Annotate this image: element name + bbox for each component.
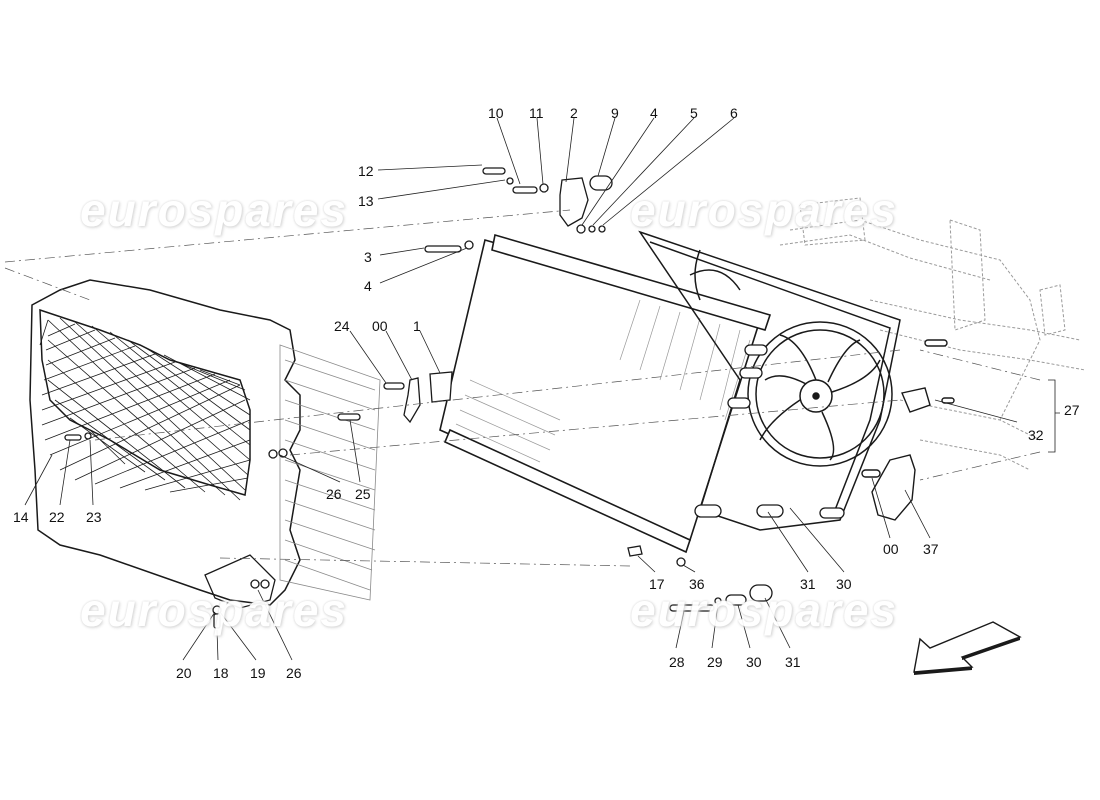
callout-label: 13 (358, 193, 374, 209)
callout-label: 37 (923, 541, 939, 557)
alignment-dash-lines (4, 209, 1041, 567)
callout-label: 28 (669, 654, 685, 670)
callout-label: 31 (785, 654, 801, 670)
callout-label: 11 (529, 105, 544, 121)
watermark: eurospares (80, 584, 349, 636)
callout-label: 27 (1064, 402, 1080, 418)
leader-lines (24, 117, 1060, 661)
callout-label: 00 (372, 318, 388, 334)
side-bracket-fasteners (64, 371, 453, 629)
callout-label: 31 (800, 576, 816, 592)
right-mount-bracket (861, 339, 955, 521)
callout-label: 32 (1028, 427, 1044, 443)
callout-label: 36 (689, 576, 705, 592)
callout-label: 23 (86, 509, 102, 525)
watermark: eurospares (630, 184, 899, 236)
callout-label: 9 (611, 105, 619, 121)
callout-label: 20 (176, 665, 192, 681)
radiator-fins (455, 299, 751, 463)
callout-label: 30 (746, 654, 762, 670)
callout-label: 4 (650, 105, 658, 121)
callout-label: 2 (570, 105, 578, 121)
callout-label: 17 (649, 576, 665, 592)
grille-mesh (39, 317, 251, 501)
callout-label: 30 (836, 576, 852, 592)
front-grille-shroud (29, 279, 301, 606)
condenser (279, 344, 381, 601)
callout-label: 26 (326, 486, 342, 502)
top-bracket-fasteners (424, 167, 613, 253)
watermark: eurospares (630, 584, 899, 636)
direction-arrow-icon (913, 621, 1022, 675)
callout-label: 22 (49, 509, 65, 525)
shroud-mounting-bosses (694, 344, 845, 519)
callout-label: 6 (730, 105, 738, 121)
bottom-fasteners (627, 545, 773, 612)
callout-label: 3 (364, 249, 372, 265)
callout-label: 5 (690, 105, 698, 121)
callout-label: 24 (334, 318, 350, 334)
callout-label: 26 (286, 665, 302, 681)
callout-label: 19 (250, 665, 266, 681)
callout-label: 14 (13, 509, 29, 525)
callout-label: 10 (488, 105, 504, 121)
callout-label: 12 (358, 163, 374, 179)
radiator (439, 233, 772, 554)
callout-label: 29 (707, 654, 723, 670)
callout-label: 1 (413, 318, 421, 334)
callout-label: 18 (213, 665, 229, 681)
grille-lower-bracket (204, 554, 276, 609)
chassis-frame (779, 197, 1086, 471)
watermark: eurospares (80, 184, 349, 236)
callout-label: 00 (883, 541, 899, 557)
callout-label: 4 (364, 278, 372, 294)
callout-label: 25 (355, 486, 371, 502)
